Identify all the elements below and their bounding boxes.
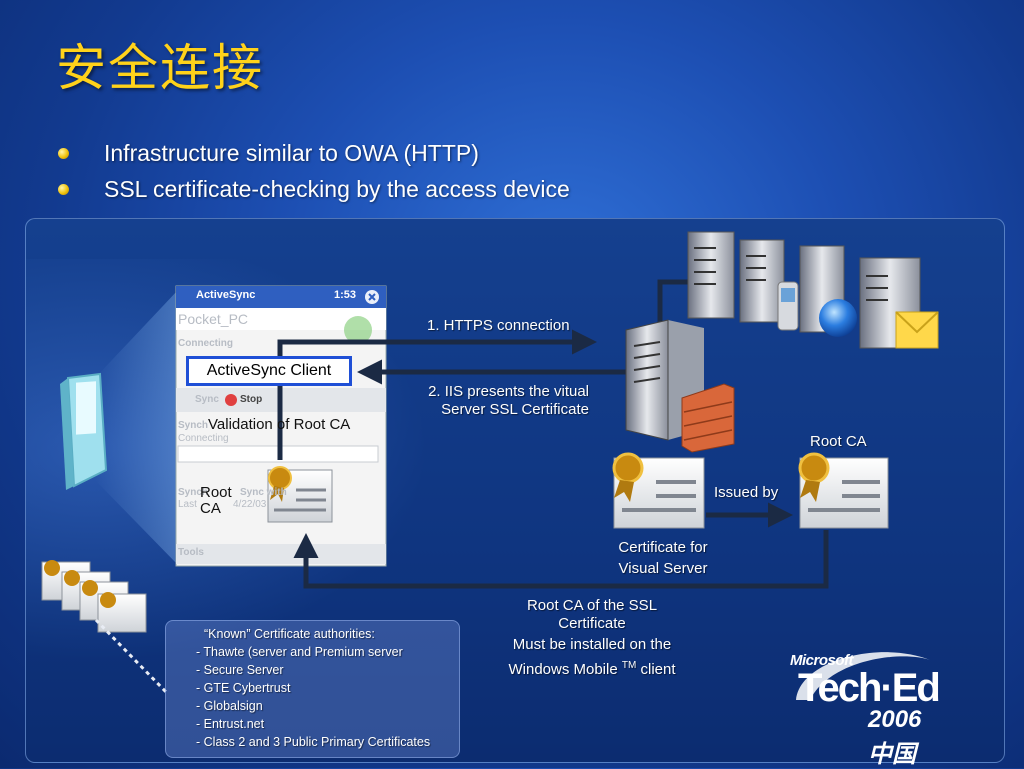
teched-swoosh-icon bbox=[796, 652, 930, 700]
known-ca-item: - GTE Cybertrust bbox=[196, 681, 291, 695]
root-ca-local-line: CA bbox=[200, 500, 221, 517]
bullet-dot-icon bbox=[58, 184, 69, 195]
flow-arrows bbox=[277, 279, 829, 589]
pocketpc-bg-text: Stop bbox=[240, 394, 263, 405]
teched-logo: Microsoft Tech·Ed 2006中国 bbox=[790, 652, 941, 768]
validation-label: Validation of Root CA bbox=[208, 416, 351, 433]
root-ssl-line: Must be installed on the bbox=[512, 636, 672, 653]
root-ca-local-line: Root bbox=[200, 484, 232, 501]
pocketpc-bg-text: Sync bbox=[195, 394, 219, 405]
iis-presents-line: Server SSL Certificate bbox=[441, 401, 589, 418]
mobile-phone-icon bbox=[777, 281, 799, 331]
root-ssl-text: client bbox=[636, 661, 676, 678]
server-cert-icon bbox=[612, 452, 705, 529]
microsoft-logo-text: Microsoft bbox=[790, 652, 854, 669]
pocketpc-bg-text: Sync with bbox=[240, 487, 287, 498]
bullet-item: SSL certificate-checking by the access d… bbox=[58, 171, 570, 207]
https-connection-label: 1. HTTPS connection bbox=[427, 317, 570, 334]
root-ssl-text: Windows Mobile bbox=[508, 661, 622, 678]
known-ca-item: - Thawte (server and Premium server bbox=[196, 645, 403, 659]
pocketpc-bg-text: Synch bbox=[178, 487, 209, 498]
root-ca-local-label: Root CA bbox=[200, 485, 232, 517]
known-ca-item: - Class 2 and 3 Public Primary Certifica… bbox=[196, 735, 431, 749]
bullet-item: Infrastructure similar to OWA (HTTP) bbox=[58, 135, 570, 171]
pda-device-icon bbox=[60, 372, 108, 490]
pocketpc-bg-text: Synch bbox=[178, 420, 209, 431]
mail-envelope-icon bbox=[895, 311, 939, 349]
teched-logo-text: Tech·Ed bbox=[798, 666, 941, 710]
root-ca-label: Root CA bbox=[810, 433, 867, 450]
iis-presents-line: 2. IIS presents the vitual bbox=[428, 383, 589, 400]
activesync-client-box: ActiveSync Client bbox=[186, 356, 352, 386]
arrow-https bbox=[277, 329, 597, 460]
server-farm-icon bbox=[687, 231, 921, 349]
root-ssl-line: Root CA of the SSL bbox=[526, 597, 658, 614]
root-ssl-line: Certificate bbox=[558, 615, 626, 632]
pocketpc-time: 1:53 bbox=[334, 289, 357, 301]
iis-presents-label: 2. IIS presents the vitual Server SSL Ce… bbox=[405, 383, 589, 419]
root-ssl-line: Windows Mobile TM client bbox=[478, 657, 706, 679]
known-ca-list: “Known” Certificate authorities: - Thawt… bbox=[196, 625, 430, 751]
pocketpc-screen bbox=[175, 285, 387, 567]
known-ca-item: - Secure Server bbox=[196, 663, 284, 677]
dotted-connector bbox=[94, 618, 168, 694]
cert-for-line: Certificate for bbox=[618, 539, 708, 556]
trademark-mark: TM bbox=[621, 660, 637, 671]
cert-for-server-label: Certificate for Visual Server bbox=[600, 537, 726, 579]
beam-shape bbox=[95, 290, 178, 565]
cert-for-line: Visual Server bbox=[618, 560, 708, 577]
teched-year-text: 2006中国 bbox=[868, 706, 922, 768]
bullet-list: Infrastructure similar to OWA (HTTP) SSL… bbox=[58, 135, 570, 207]
known-certs-stack-icon bbox=[41, 560, 147, 633]
pocketpc-bg-text: Last bbox=[178, 499, 197, 510]
pocketpc-bg-text: 4/22/03 bbox=[233, 499, 267, 510]
pocketpc-titlebar: ActiveSync bbox=[196, 289, 256, 301]
issued-by-label: Issued by bbox=[714, 484, 779, 501]
connector-server-farm bbox=[657, 279, 690, 325]
local-root-ca-cert-icon bbox=[267, 466, 333, 523]
bullet-text: Infrastructure similar to OWA (HTTP) bbox=[104, 140, 479, 166]
pocketpc-bg-text: Pocket_PC bbox=[178, 311, 249, 327]
globe-icon bbox=[819, 299, 857, 337]
bullet-text: SSL certificate-checking by the access d… bbox=[104, 176, 570, 202]
root-ssl-note: Root CA of the SSL Certificate Must be i… bbox=[478, 597, 706, 679]
pocketpc-bg-text: Tools bbox=[178, 547, 204, 558]
known-ca-item: - Globalsign bbox=[196, 699, 263, 713]
root-ca-cert-icon bbox=[798, 452, 889, 529]
known-ca-box bbox=[165, 620, 460, 758]
firewall-icon bbox=[681, 383, 735, 453]
known-ca-item: - Entrust.net bbox=[196, 717, 265, 731]
bullet-dot-icon bbox=[58, 148, 69, 159]
pocketpc-bg-text: Connecting bbox=[178, 433, 229, 444]
slide-title: 安全连接 bbox=[56, 39, 264, 97]
known-ca-heading: “Known” Certificate authorities: bbox=[204, 627, 375, 641]
pocketpc-bg-text: Connecting bbox=[178, 338, 233, 349]
arrow-root-return bbox=[293, 530, 829, 589]
